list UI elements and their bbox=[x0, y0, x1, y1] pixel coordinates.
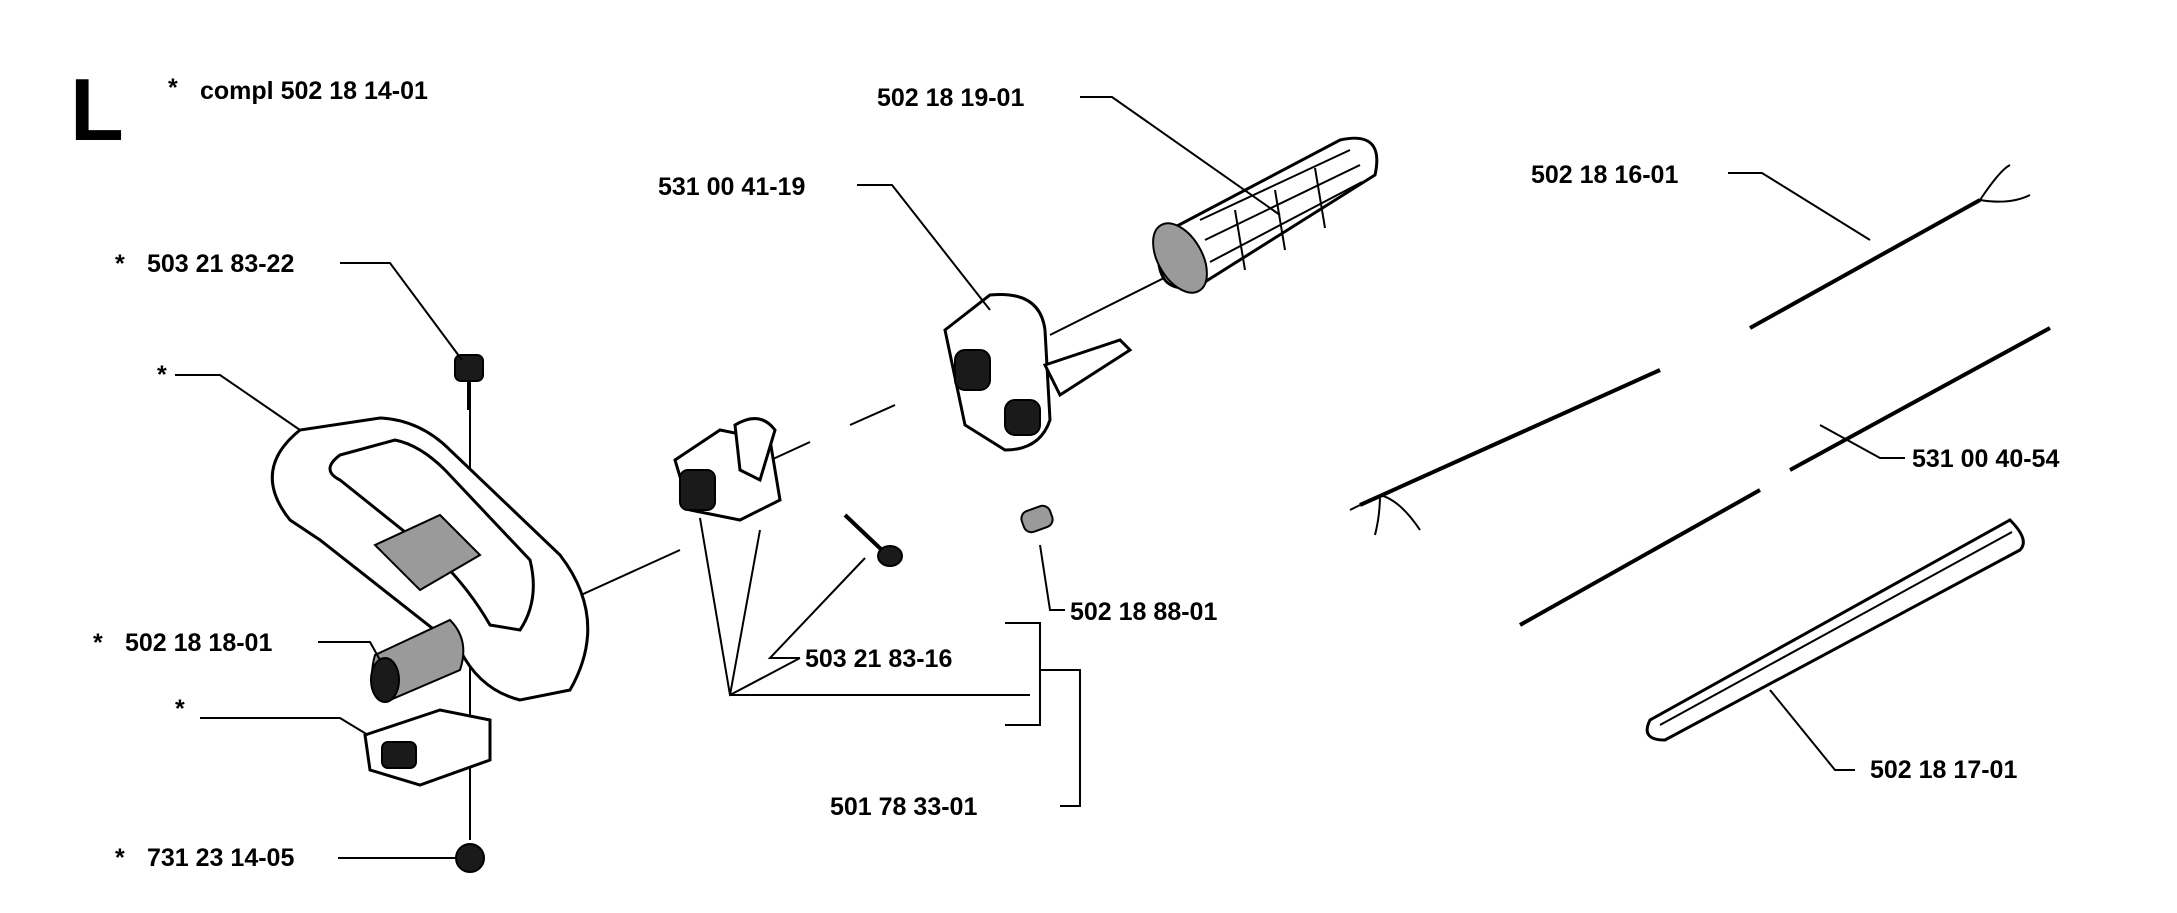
leader-lines bbox=[175, 96, 1905, 859]
label-spiral-hose: 502 18 17-01 bbox=[1870, 756, 2017, 784]
label-bracket-kit: 501 78 33-01 bbox=[830, 793, 977, 821]
clamp-screw-part bbox=[843, 513, 903, 567]
label-throttle-cable: 502 18 16-01 bbox=[1531, 161, 1678, 189]
nut-part bbox=[455, 843, 485, 873]
asterisk-rubber-grip: * bbox=[93, 629, 103, 657]
label-clamp-screw: 503 21 83-16 bbox=[805, 645, 952, 673]
label-throttle-housing: 531 00 41-19 bbox=[658, 173, 805, 201]
stop-cable-part bbox=[1519, 326, 2051, 627]
label-stop-cable: 531 00 40-54 bbox=[1912, 445, 2059, 473]
asterisk-lower-clamp: * bbox=[175, 695, 185, 723]
top-screw-part bbox=[454, 354, 484, 410]
bracket-part bbox=[673, 417, 782, 522]
section-letter: L bbox=[70, 60, 124, 159]
asterisk-nut: * bbox=[115, 844, 125, 872]
label-sleeve: 502 18 88-01 bbox=[1070, 598, 1217, 626]
grip-part bbox=[1152, 136, 1379, 294]
label-rubber-grip: 502 18 18-01 bbox=[125, 629, 272, 657]
part-labels: 502 18 19-01 531 00 41-19 502 18 16-01 *… bbox=[93, 84, 2059, 872]
asterisk-screw-top: * bbox=[115, 250, 125, 278]
sleeve-part bbox=[1020, 504, 1054, 534]
label-handle-grip: 502 18 19-01 bbox=[877, 84, 1024, 112]
throttle-cable-part bbox=[1349, 164, 2031, 536]
throttle-housing-part bbox=[943, 292, 1133, 452]
loop-handle-part bbox=[270, 416, 590, 702]
asterisk-loop-handle: * bbox=[157, 361, 167, 389]
lower-clamp-part bbox=[363, 708, 492, 787]
spiral-hose-part bbox=[1645, 518, 2025, 742]
label-nut: 731 23 14-05 bbox=[147, 844, 294, 872]
kit-label: compl 502 18 14-01 bbox=[200, 77, 428, 105]
label-screw-top: 503 21 83-22 bbox=[147, 250, 294, 278]
kit-asterisk: * bbox=[168, 74, 178, 102]
rubber-grip-part bbox=[370, 618, 465, 703]
